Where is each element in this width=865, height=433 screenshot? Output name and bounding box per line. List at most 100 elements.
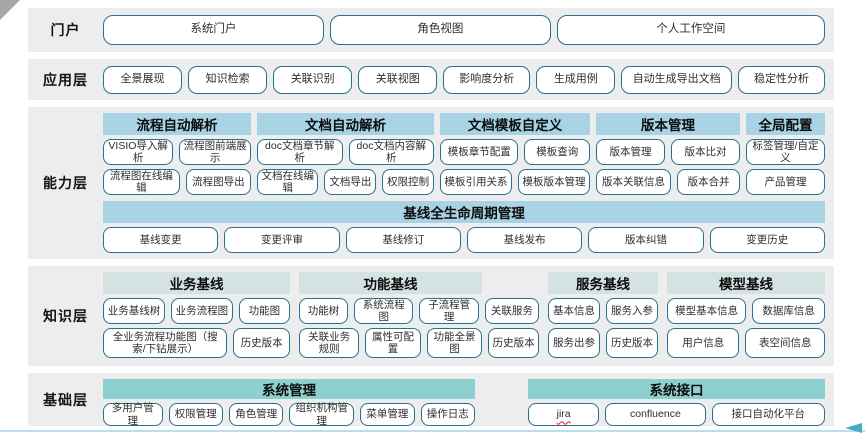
module-button[interactable]: VISIO导入解析 (103, 139, 174, 165)
module-button[interactable]: 数据库信息 (752, 298, 825, 324)
module-button[interactable]: 模板版本管理 (518, 169, 590, 195)
module-button[interactable]: 历史版本 (488, 328, 539, 358)
module-button[interactable]: 多用户管理 (103, 402, 163, 427)
module-button[interactable]: 功能树 (299, 298, 349, 324)
group-process-parsing: 流程自动解析 VISIO导入解析流程图前端展示 流程图在线编辑流程图导出 (103, 113, 251, 195)
module-button[interactable]: 基线修订 (345, 227, 461, 253)
module-button[interactable]: 子流程管理 (419, 298, 479, 324)
group-doc-template: 文档模板自定义 模板章节配置模板查询 模板引用关系模板版本管理 (440, 113, 590, 195)
module-button[interactable]: 业务基线树 (103, 298, 165, 324)
module-button[interactable]: 功能全景图 (426, 328, 483, 358)
module-button[interactable]: 生成用例 (536, 65, 616, 94)
group-model-baseline: 模型基线 模型基本信息数据库信息 用户信息表空间信息 (667, 272, 825, 358)
bottom-accent-line (0, 430, 865, 432)
module-button[interactable]: 历史版本 (606, 328, 658, 358)
module-button[interactable]: 稳定性分析 (738, 65, 825, 94)
module-button[interactable]: 表空间信息 (745, 328, 825, 358)
module-button[interactable]: 属性可配置 (365, 328, 421, 358)
module-button[interactable]: 基线发布 (466, 227, 583, 253)
module-button[interactable]: 版本比对 (671, 139, 740, 165)
module-button[interactable]: doc文档内容解析 (348, 139, 434, 165)
layer-base: 基础层 系统管理 多用户管理权限管理角色管理组织机构管理菜单管理操作日志 系统接… (28, 373, 834, 427)
module-button[interactable]: 变更历史 (709, 227, 825, 253)
module-button[interactable]: 系统门户 (103, 15, 324, 45)
module-button[interactable]: 模型基本信息 (667, 298, 747, 324)
module-button[interactable]: 关联业务规则 (299, 328, 360, 358)
group-header: 服务基线 (548, 272, 658, 294)
module-button[interactable]: 全业务流程功能图（搜索/下钻展示） (103, 328, 228, 358)
layer-application: 应用层 全景展现知识检索关联识别关联视图影响度分析生成用例自动生成导出文档稳定性… (28, 59, 834, 100)
module-button[interactable]: 菜单管理 (360, 403, 415, 426)
group-system-management: 系统管理 多用户管理权限管理角色管理组织机构管理菜单管理操作日志 (103, 379, 475, 427)
module-button[interactable]: 版本合并 (677, 169, 740, 195)
module-button[interactable]: 系统流程图 (354, 298, 414, 324)
module-button[interactable]: 服务入参 (606, 298, 658, 324)
portal-button-row: 系统门户角色视图个人工作空间 (103, 15, 825, 45)
module-button[interactable]: 个人工作空间 (556, 15, 825, 45)
module-button[interactable]: 角色视图 (329, 15, 551, 45)
module-button[interactable]: 模板引用关系 (440, 169, 512, 195)
layer-capability: 能力层 流程自动解析 VISIO导入解析流程图前端展示 流程图在线编辑流程图导出… (28, 107, 834, 259)
module-button[interactable]: 基本信息 (548, 298, 600, 324)
layer-capability-label: 能力层 (43, 175, 88, 191)
layer-portal: 门户 系统门户角色视图个人工作空间 (28, 8, 834, 52)
group-baseline-lifecycle: 基线全生命周期管理 基线变更变更评审基线修订基线发布版本纠错变更历史 (103, 201, 825, 253)
module-button[interactable]: 用户信息 (667, 328, 740, 358)
module-button[interactable]: confluence (605, 403, 706, 426)
module-button[interactable]: 产品管理 (746, 169, 825, 195)
module-button[interactable]: 文档导出 (324, 169, 377, 195)
group-service-baseline: 服务基线 基本信息服务入参 服务出参历史版本 (548, 272, 658, 358)
module-button[interactable]: 模板章节配置 (440, 139, 519, 165)
module-button[interactable]: 版本关联信息 (596, 169, 672, 195)
module-button[interactable]: 操作日志 (420, 403, 475, 426)
module-button[interactable]: 全景展现 (103, 65, 183, 94)
group-global-config: 全局配置 标签管理/自定义 产品管理 (746, 113, 825, 195)
group-header: 文档自动解析 (257, 113, 434, 135)
module-button[interactable]: 权限管理 (168, 403, 223, 426)
module-button[interactable]: 文档在线编辑 (257, 169, 319, 195)
group-header: 文档模板自定义 (440, 113, 590, 135)
module-button[interactable]: 关联服务 (484, 298, 539, 324)
module-button[interactable]: 角色管理 (229, 403, 284, 426)
module-button[interactable]: 自动生成导出文档 (621, 65, 733, 94)
module-button[interactable]: 权限控制 (382, 169, 435, 195)
layer-base-label: 基础层 (43, 391, 88, 408)
group-header: 业务基线 (103, 272, 290, 294)
layer-portal-label: 门户 (50, 22, 81, 38)
module-button[interactable]: 组织机构管理 (289, 402, 355, 427)
module-button[interactable]: jira (528, 403, 600, 426)
module-button[interactable]: 服务出参 (548, 328, 600, 358)
module-button[interactable]: 变更评审 (224, 227, 340, 253)
layer-knowledge-label: 知识层 (43, 308, 88, 324)
page-corner-decoration (0, 0, 20, 20)
module-button[interactable]: 功能图 (238, 298, 290, 324)
group-header: 功能基线 (299, 272, 482, 294)
module-button[interactable]: 历史版本 (233, 328, 290, 358)
module-button[interactable]: 流程图导出 (185, 169, 251, 195)
module-button[interactable]: doc文档章节解析 (257, 139, 343, 165)
module-button[interactable]: 关联视图 (358, 65, 438, 94)
module-button[interactable]: 模板查询 (524, 139, 590, 165)
knowledge-groups: 业务基线 业务基线树业务流程图功能图 全业务流程功能图（搜索/下钻展示）历史版本… (103, 272, 825, 358)
module-button[interactable]: 基线变更 (103, 227, 219, 253)
module-button[interactable]: 版本管理 (596, 139, 665, 165)
group-header: 系统接口 (528, 379, 825, 399)
module-button[interactable]: 接口自动化平台 (711, 403, 825, 426)
module-button[interactable]: 知识检索 (188, 65, 268, 94)
base-groups: 系统管理 多用户管理权限管理角色管理组织机构管理菜单管理操作日志 系统接口 ji… (103, 379, 825, 427)
application-button-row: 全景展现知识检索关联识别关联视图影响度分析生成用例自动生成导出文档稳定性分析 (103, 65, 825, 94)
module-button[interactable]: 流程图在线编辑 (103, 169, 180, 195)
module-button[interactable]: 业务流程图 (170, 298, 233, 324)
group-business-baseline: 业务基线 业务基线树业务流程图功能图 全业务流程功能图（搜索/下钻展示）历史版本 (103, 272, 290, 358)
module-button[interactable]: 流程图前端展示 (179, 139, 251, 165)
module-button[interactable]: 版本纠错 (588, 227, 704, 253)
module-button[interactable]: 影响度分析 (443, 65, 531, 94)
module-button[interactable]: 关联识别 (273, 65, 353, 94)
group-header: 基线全生命周期管理 (103, 201, 825, 223)
group-header: 系统管理 (103, 379, 475, 399)
module-button[interactable]: 标签管理/自定义 (746, 139, 825, 165)
capability-groups: 流程自动解析 VISIO导入解析流程图前端展示 流程图在线编辑流程图导出 文档自… (103, 113, 825, 195)
